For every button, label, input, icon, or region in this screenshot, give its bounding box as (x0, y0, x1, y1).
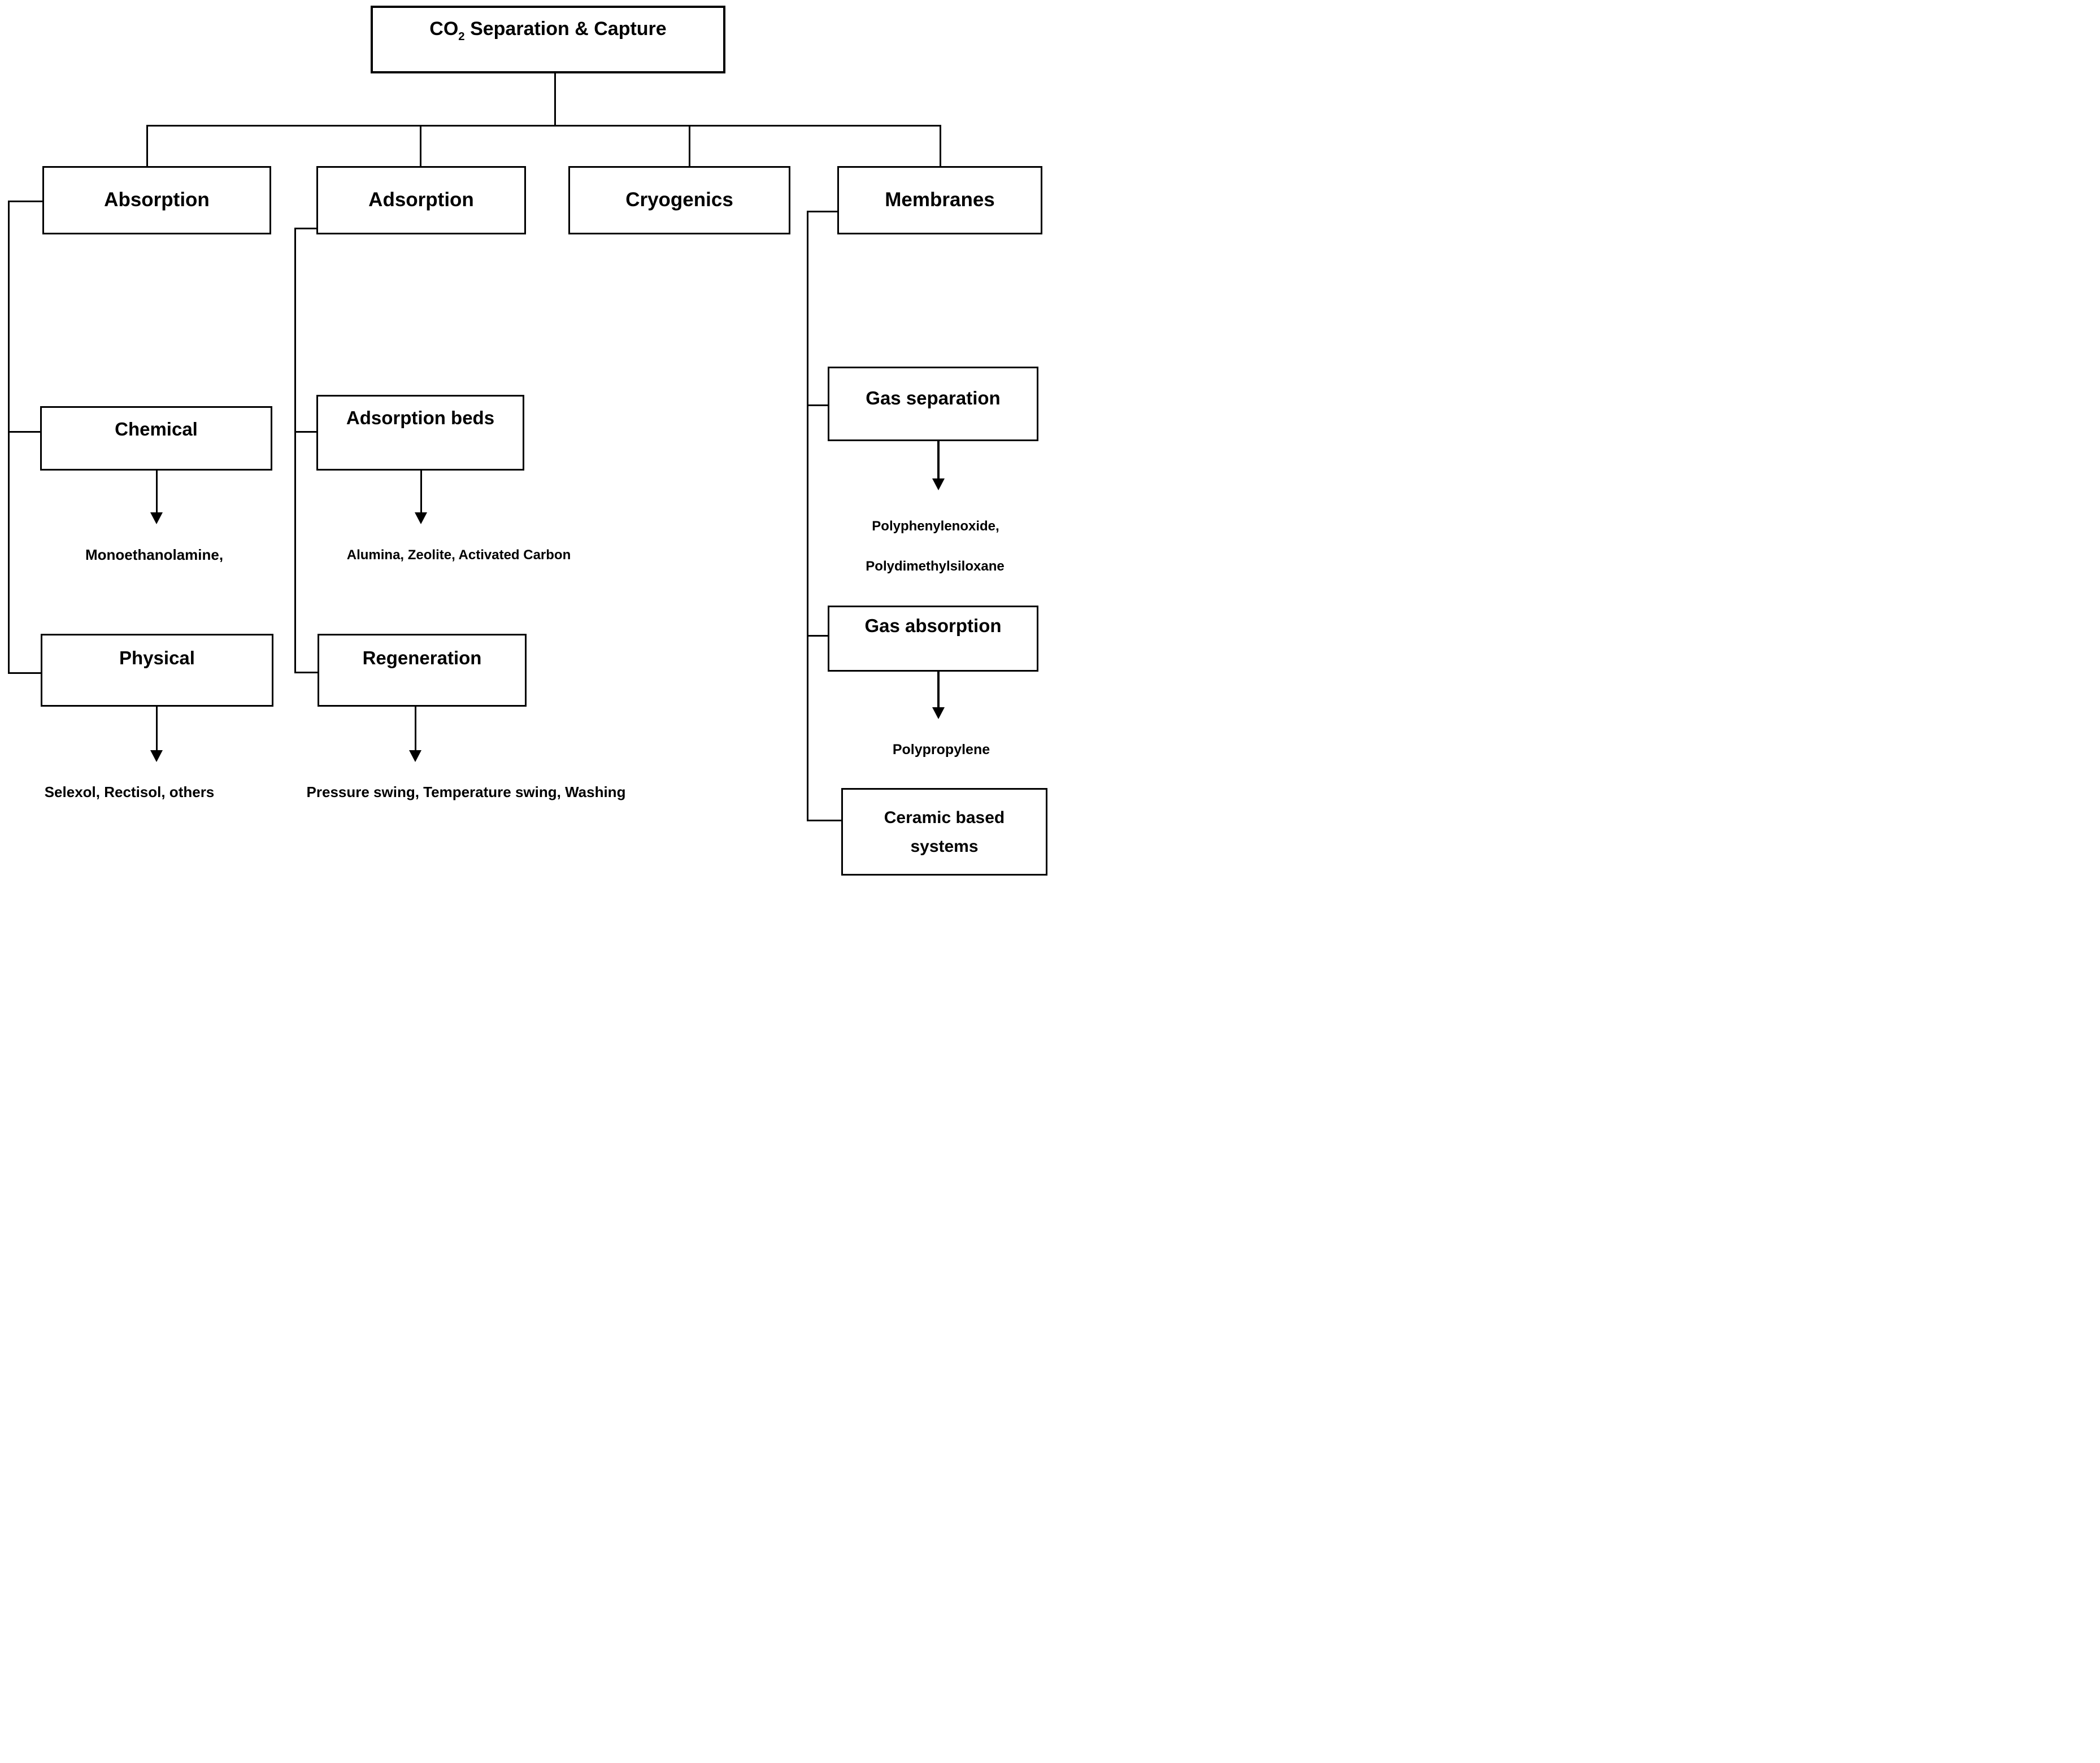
node-chemical: Chemical (40, 406, 272, 471)
leaf-adsorption-beds-examples: Alumina, Zeolite, Activated Carbon (346, 547, 571, 563)
bracket-membranes-stub-ceramic (807, 820, 841, 821)
arrow-gas-absorption-shaft (937, 672, 940, 708)
node-ceramic-label-line2: systems (910, 837, 979, 856)
arrow-adsorption-beds-head (415, 512, 427, 524)
node-ceramic-label-line1: Ceramic based (884, 808, 1005, 827)
node-physical: Physical (41, 634, 273, 707)
node-co2-separation-capture: CO2 Separation & Capture (371, 6, 725, 73)
node-adsorption-label: Adsorption (368, 189, 474, 211)
leaf-physical-examples: Selexol, Rectisol, others (44, 783, 215, 800)
connector-drop-membranes (940, 125, 941, 166)
node-membranes: Membranes (837, 166, 1042, 234)
arrow-chemical-shaft (156, 471, 158, 513)
node-chemical-label: Chemical (115, 419, 198, 440)
arrow-gas-separation-head (932, 478, 945, 490)
node-gas-absorption: Gas absorption (828, 606, 1038, 672)
node-gas-absorption-label: Gas absorption (864, 615, 1002, 637)
arrow-regeneration-shaft (415, 707, 416, 751)
bracket-absorption-stub-chemical (8, 431, 40, 433)
bracket-membranes-stub-top (807, 211, 837, 212)
connector-drop-absorption (146, 125, 148, 166)
arrow-physical-shaft (156, 707, 158, 751)
bracket-absorption-vertical (8, 201, 10, 674)
bracket-adsorption-stub-regeneration (294, 672, 318, 673)
node-regeneration: Regeneration (318, 634, 527, 707)
node-absorption: Absorption (42, 166, 271, 234)
root-title-subscript: 2 (458, 31, 465, 43)
bracket-absorption-stub-top (8, 201, 42, 202)
bracket-membranes-stub-gas-separation (807, 404, 828, 406)
connector-distribution-bar (147, 125, 941, 127)
node-adsorption-beds-label: Adsorption beds (346, 407, 495, 429)
bracket-adsorption-stub-beds (294, 431, 316, 433)
leaf-gas-separation-examples-line1: Polyphenylenoxide, (872, 519, 999, 534)
bracket-adsorption-vertical (294, 228, 296, 673)
root-title-pre: CO (429, 18, 459, 40)
node-regeneration-label: Regeneration (362, 647, 482, 669)
node-cryogenics: Cryogenics (568, 166, 790, 234)
bracket-absorption-stub-physical (8, 672, 41, 674)
flowchart-canvas: CO2 Separation & Capture Absorption Adso… (0, 0, 1050, 882)
arrow-physical-head (150, 750, 163, 762)
root-title-post: Separation & Capture (464, 18, 667, 40)
node-gas-separation-label: Gas separation (866, 388, 1001, 409)
bracket-membranes-vertical (807, 211, 808, 821)
root-title: CO2 Separation & Capture (429, 18, 666, 44)
leaf-chemical-examples: Monoethanolamine, (85, 546, 224, 563)
leaf-gas-separation-examples-line2: Polydimethylsiloxane (866, 559, 1005, 574)
connector-drop-cryogenics (689, 125, 690, 166)
arrow-gas-separation-shaft (937, 441, 940, 479)
node-adsorption: Adsorption (316, 166, 526, 234)
node-physical-label: Physical (119, 647, 195, 669)
bracket-adsorption-stub-top (294, 228, 316, 229)
arrow-adsorption-beds-shaft (420, 471, 422, 513)
node-ceramic-based-systems: Ceramic based systems (841, 788, 1047, 876)
arrow-regeneration-head (409, 750, 421, 762)
connector-drop-adsorption (420, 125, 421, 166)
node-cryogenics-label: Cryogenics (625, 189, 733, 211)
connector-root-stem (554, 73, 556, 125)
node-membranes-label: Membranes (885, 189, 995, 211)
node-gas-separation: Gas separation (828, 367, 1038, 441)
arrow-chemical-head (150, 512, 163, 524)
node-absorption-label: Absorption (104, 189, 210, 211)
arrow-gas-absorption-head (932, 707, 945, 719)
leaf-gas-absorption-examples: Polypropylene (892, 742, 990, 758)
leaf-regeneration-examples: Pressure swing, Temperature swing, Washi… (306, 783, 626, 800)
node-adsorption-beds: Adsorption beds (316, 395, 524, 471)
bracket-membranes-stub-gas-absorption (807, 635, 828, 637)
